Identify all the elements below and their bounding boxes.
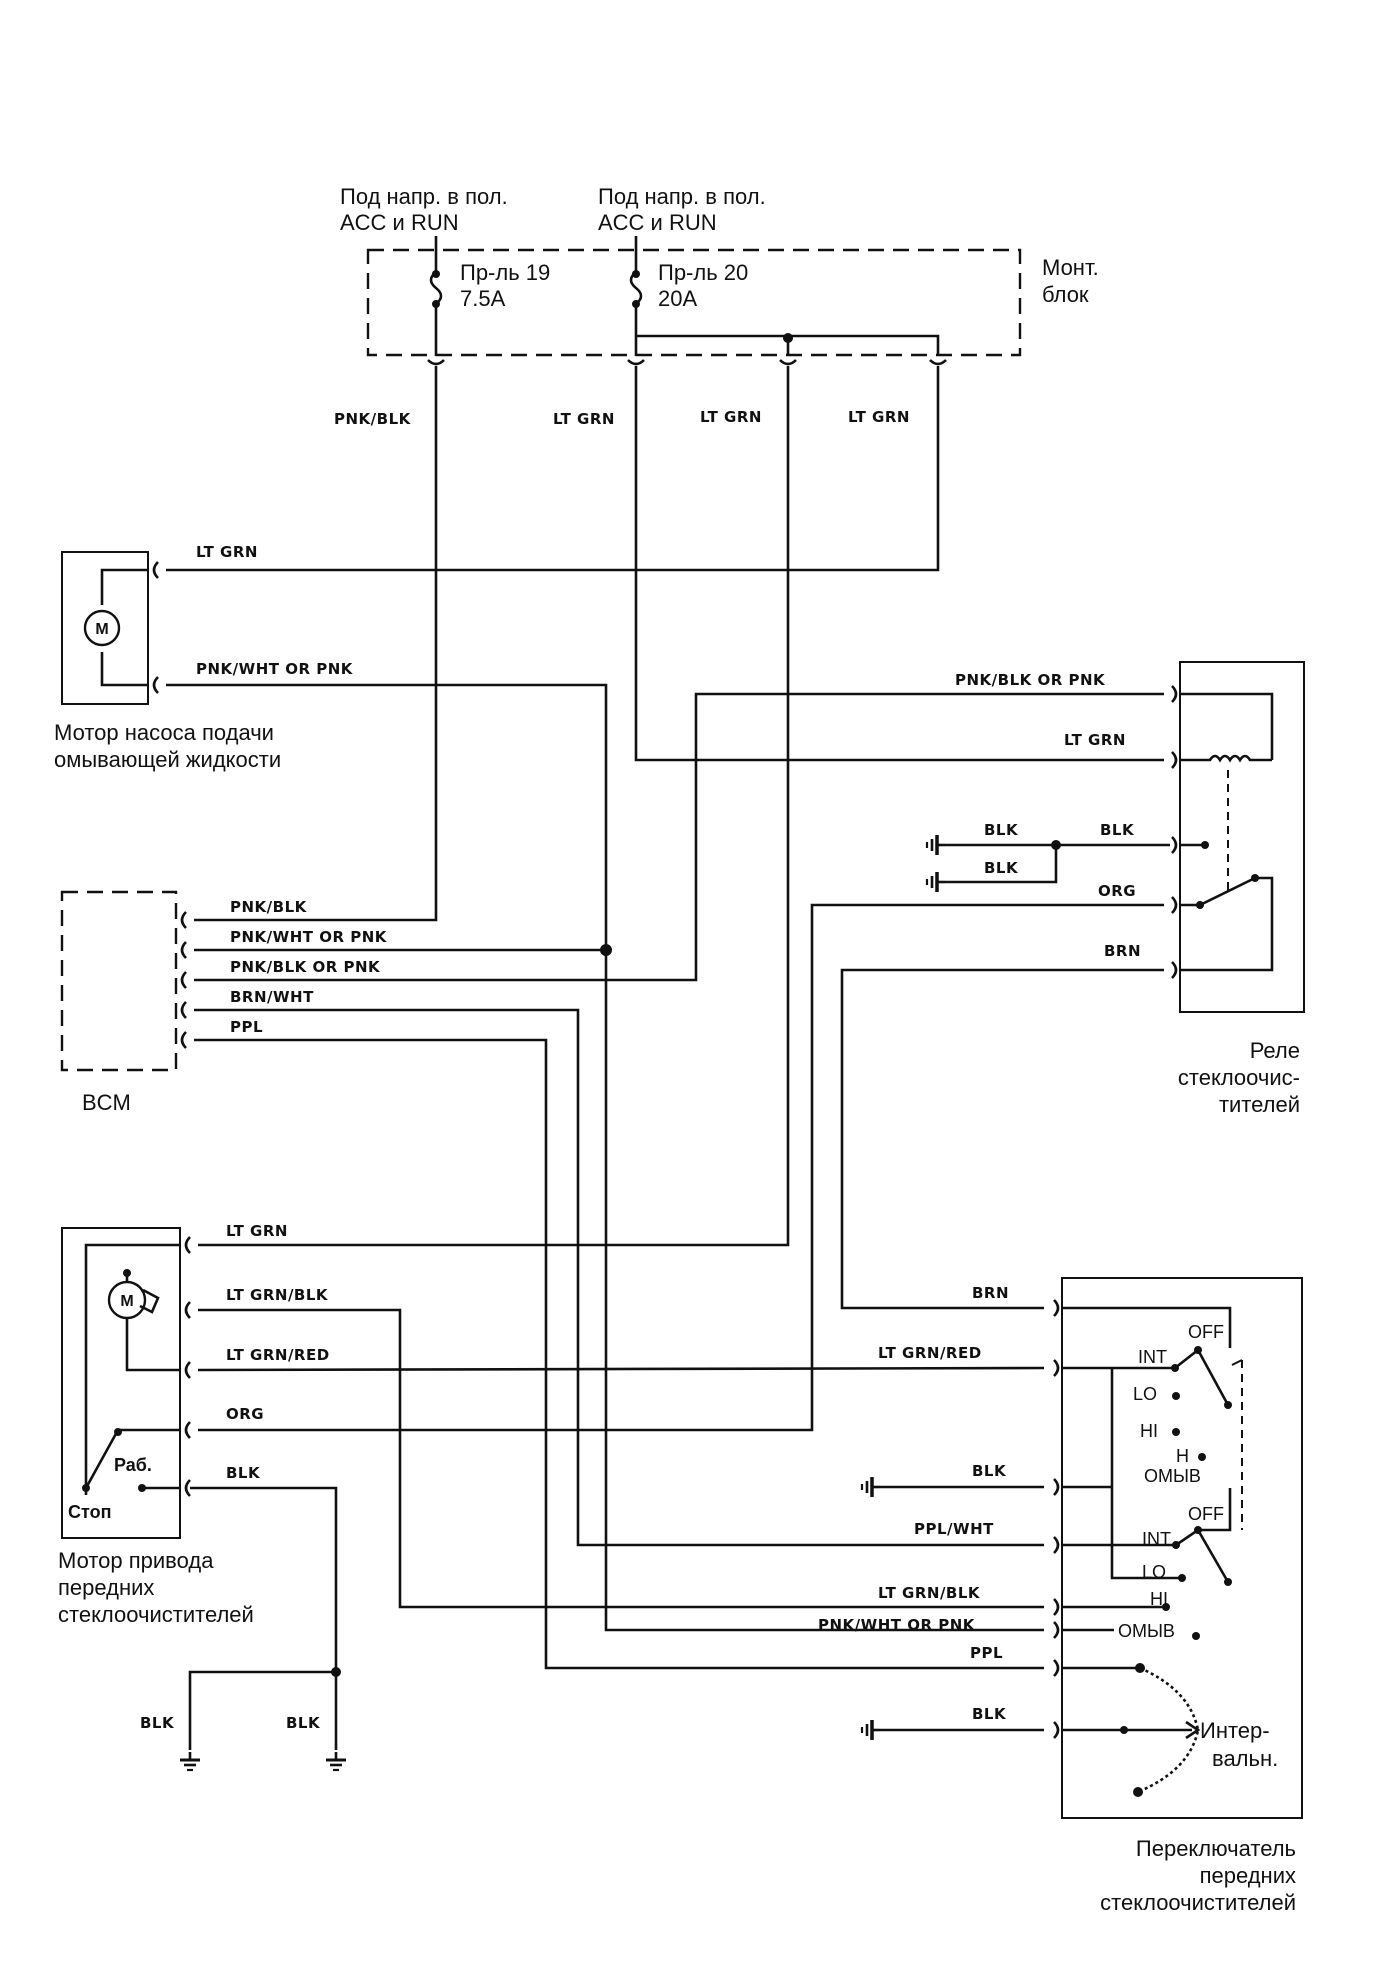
fuse-block: Под напр. в пол. ACC и RUN Под напр. в п… bbox=[340, 184, 1099, 366]
wiper-motor-wire-3: LT GRN/RED bbox=[226, 1346, 330, 1364]
washer-pump-label-line1: Мотор насоса подачи bbox=[54, 720, 274, 745]
washer-pump-label-line2: омывающей жидкости bbox=[54, 747, 281, 772]
switch-upper-contact bbox=[1174, 1348, 1230, 1406]
upper-pos-off: OFF bbox=[1188, 1322, 1224, 1342]
bcm-label: BCM bbox=[82, 1090, 131, 1115]
upper-pos-int: INT bbox=[1138, 1347, 1167, 1367]
switch-wire-5: LT GRN/BLK bbox=[878, 1584, 981, 1602]
bcm-wire-2-label: PNK/WHT OR PNK bbox=[230, 928, 388, 946]
fuse-20-name: Пр-ль 20 bbox=[658, 260, 748, 285]
switch-lower-contact bbox=[1175, 1528, 1230, 1583]
wiper-run-label: Раб. bbox=[114, 1455, 152, 1475]
wiper-motor-wire-2: LT GRN/BLK bbox=[226, 1286, 329, 1304]
bcm-wire-4-label: BRN/WHT bbox=[230, 988, 314, 1006]
switch-wire-8: BLK bbox=[972, 1705, 1007, 1723]
harness-wires bbox=[166, 366, 1164, 1670]
washer-wire-1-label: LT GRN bbox=[196, 543, 258, 561]
motor-ground-wire-2: BLK bbox=[286, 1714, 321, 1732]
switch-wire-3: BLK bbox=[972, 1462, 1007, 1480]
relay-wire-1-label: PNK/BLK OR PNK bbox=[955, 671, 1106, 689]
relay-contact-arm bbox=[1199, 876, 1256, 907]
switch-wire-4: PPL/WHT bbox=[914, 1520, 994, 1538]
fuse-19-rating: 7.5A bbox=[460, 286, 506, 311]
wiper-motor-wire-5: BLK bbox=[226, 1464, 261, 1482]
wiper-stop-label: Стоп bbox=[68, 1502, 111, 1522]
wiper-motor-wire-4: ORG bbox=[226, 1405, 264, 1423]
switch-wire-7: PPL bbox=[970, 1644, 1003, 1662]
relay-ground-wire-1: BLK bbox=[984, 821, 1019, 839]
wiper-relay: PNK/BLK OR PNK LT GRN BLK ORG BRN Реле с… bbox=[955, 661, 1305, 1117]
wiper-motor: M Раб. Стоп LT GRN LT GRN/BLK LT GRN/RED… bbox=[58, 1222, 330, 1627]
lower-pos-lo: LO bbox=[1142, 1562, 1166, 1582]
relay-wire-2-label: LT GRN bbox=[1064, 731, 1126, 749]
relay-label-line3: тителей bbox=[1219, 1092, 1300, 1117]
fuse20-supply-line2: ACC и RUN bbox=[598, 210, 717, 235]
motor-ground-wire-1: BLK bbox=[140, 1714, 175, 1732]
lower-pos-wash: ОМЫВ bbox=[1118, 1621, 1175, 1641]
wiper-motor-letter: M bbox=[120, 1293, 133, 1310]
washer-wire-2-label: PNK/WHT OR PNK bbox=[196, 660, 354, 678]
ground-icon bbox=[925, 870, 947, 894]
fuse-block-label-line1: Монт. bbox=[1042, 255, 1099, 280]
wire-label-fuse20-out2: LT GRN bbox=[700, 408, 762, 426]
switch-wire-2: LT GRN/RED bbox=[878, 1344, 982, 1362]
ground-icon bbox=[860, 1475, 882, 1499]
switch-wire-1: BRN bbox=[972, 1284, 1009, 1302]
fuse-19-icon bbox=[429, 270, 443, 306]
upper-pos-wash: ОМЫВ bbox=[1144, 1466, 1201, 1486]
wiper-motor-label-line2: передних bbox=[58, 1575, 154, 1600]
relay-wire-4-label: ORG bbox=[1098, 882, 1136, 900]
relay-ground-wire-2: BLK bbox=[984, 859, 1019, 877]
washer-pump-motor: M LT GRN PNK/WHT OR PNK Мотор насоса под… bbox=[54, 543, 354, 772]
fuse-20-icon bbox=[629, 270, 643, 306]
relay-coil-icon bbox=[1180, 754, 1272, 763]
wiper-motor-label-line1: Мотор привода bbox=[58, 1548, 214, 1573]
wiper-motor-wire-1: LT GRN bbox=[226, 1222, 288, 1240]
wire-label-fuse19-out: PNK/BLK bbox=[334, 410, 412, 428]
fuse19-supply-line1: Под напр. в пол. bbox=[340, 184, 508, 209]
switch-label-line2: передних bbox=[1200, 1863, 1296, 1888]
ground-icon bbox=[860, 1718, 882, 1742]
switch-label-line3: стеклоочистителей bbox=[1100, 1890, 1296, 1915]
upper-pos-lo: LO bbox=[1133, 1384, 1157, 1404]
relay-label-line1: Реле bbox=[1250, 1038, 1300, 1063]
lower-pos-off: OFF bbox=[1188, 1504, 1224, 1524]
washer-motor-letter: M bbox=[95, 621, 108, 638]
relay-wire-3-label: BLK bbox=[1100, 821, 1135, 839]
fuse-20-rating: 20A bbox=[658, 286, 697, 311]
wire-label-fuse20-out3: LT GRN bbox=[848, 408, 910, 426]
washer-motor-icon bbox=[83, 609, 121, 647]
interval-rheostat-icon bbox=[1137, 1666, 1200, 1794]
upper-pos-h: H bbox=[1176, 1446, 1189, 1466]
interval-label-line2: вальн. bbox=[1212, 1746, 1278, 1771]
ground-icon bbox=[178, 1750, 202, 1772]
ground-icon bbox=[324, 1750, 348, 1772]
fuse20-supply-line1: Под напр. в пол. bbox=[598, 184, 766, 209]
relay-wire-5-label: BRN bbox=[1104, 942, 1141, 960]
relay-label-line2: стеклоочис- bbox=[1178, 1065, 1300, 1090]
bcm-wire-1-label: PNK/BLK bbox=[230, 898, 308, 916]
relay-grounds: BLK BLK bbox=[925, 821, 1170, 894]
fuse19-supply-line2: ACC и RUN bbox=[340, 210, 459, 235]
wiper-motor-grounds: BLK BLK bbox=[140, 1486, 348, 1772]
interval-label-line1: Интер- bbox=[1200, 1718, 1270, 1743]
bcm-module: PNK/BLK PNK/WHT OR PNK PNK/BLK OR PNK BR… bbox=[60, 890, 388, 1115]
bcm-wire-3-label: PNK/BLK OR PNK bbox=[230, 958, 381, 976]
fuse-block-label-line2: блок bbox=[1042, 282, 1089, 307]
wiper-switch: BRN LT GRN/RED BLK PPL/WHT LT GRN/BLK PN… bbox=[818, 1277, 1303, 1915]
bcm-wire-5-label: PPL bbox=[230, 1018, 263, 1036]
ground-icon bbox=[925, 833, 947, 857]
fuse-19-name: Пр-ль 19 bbox=[460, 260, 550, 285]
wire-label-fuse20-out1: LT GRN bbox=[553, 410, 615, 428]
wiper-motor-label-line3: стеклоочистителей bbox=[58, 1602, 254, 1627]
upper-pos-hi: HI bbox=[1140, 1421, 1158, 1441]
switch-label-line1: Переключатель bbox=[1136, 1836, 1296, 1861]
fuse-block-outline bbox=[366, 248, 1022, 357]
lower-pos-int: INT bbox=[1142, 1529, 1171, 1549]
